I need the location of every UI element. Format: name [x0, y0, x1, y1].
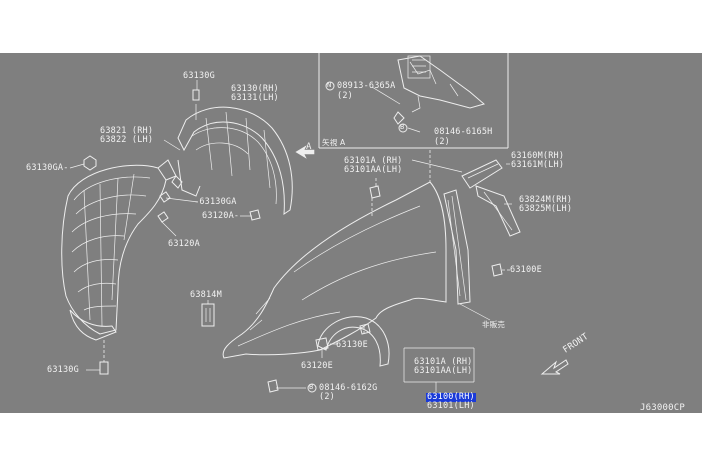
callout-63130ga-mid: -63130GA: [194, 197, 237, 207]
callout-63101aa-lh-top: 63101AA(LH): [344, 165, 403, 175]
callout-63101-lh: 63101(LH): [427, 401, 475, 411]
leader-lines: [69, 80, 512, 392]
fastener-symbols: [83, 81, 503, 393]
callout-08146-6165h: 08146-6165H: [434, 127, 493, 137]
callout-63100-rh: 63100(RH): [426, 392, 476, 402]
callout-08146-6162g-qty: (2): [319, 392, 335, 402]
bolt-symbol-b-top: B: [400, 123, 405, 131]
callout-63130g-bottom: 63130G: [47, 365, 79, 375]
fender-liner-drawing: [61, 159, 177, 341]
callout-63100e: 63100E: [510, 265, 542, 275]
fender-drawing: [222, 159, 521, 367]
callout-63822-lh: 63822 (LH): [100, 135, 154, 145]
bolt-symbol-b-bottom: B: [309, 383, 314, 391]
callout-63825m-lh: 63825M(LH): [519, 204, 573, 214]
callout-63161m-lh: 63161M(LH): [511, 160, 565, 170]
detail-view-label: 矢視 A: [322, 138, 346, 147]
diagram-panel: [0, 53, 702, 413]
upper-liner-drawing: [177, 89, 293, 215]
callout-08913-6365a-qty: (2): [337, 91, 353, 101]
callout-63101aa-lh-bottom: 63101AA(LH): [414, 366, 473, 376]
callout-08146-6165h-qty: (2): [434, 137, 450, 147]
callout-63824m-rh: 63824M(RH): [519, 195, 573, 205]
callout-63130e-mid: 63130E: [336, 340, 368, 350]
view-a-arrow: [295, 145, 315, 159]
nut-symbol-n: N: [327, 81, 332, 89]
diagram-code: J63000CP: [640, 403, 685, 413]
callout-63101a-rh-top: 63101A (RH): [344, 156, 403, 166]
callout-63120e: 63120E: [301, 361, 333, 371]
view-a-label: A: [306, 142, 312, 152]
callout-63120a: 63120A: [168, 239, 200, 249]
callout-63130-rh: 63130(RH): [231, 84, 279, 94]
detail-view-a-box: [318, 53, 509, 149]
not-sold-label: 非販売: [482, 320, 506, 329]
callout-08146-6162g: 08146-6162G: [319, 383, 378, 393]
callout-63130ga-left: 63130GA-: [26, 163, 69, 173]
callout-63120a-arrow: 63120A-: [202, 211, 240, 221]
callout-63130g-top: 63130G: [183, 71, 215, 81]
callout-08913-6365a: 08913-6365A: [337, 81, 396, 91]
callout-63821-rh: 63821 (RH): [100, 126, 154, 136]
callout-63814m: 63814M: [190, 290, 222, 300]
callout-63160m-rh: 63160M(RH): [511, 151, 565, 161]
front-arrow: [540, 359, 569, 375]
callout-63131-lh: 63131(LH): [231, 93, 279, 103]
callout-63101a-rh-bottom: 63101A (RH): [414, 357, 473, 367]
